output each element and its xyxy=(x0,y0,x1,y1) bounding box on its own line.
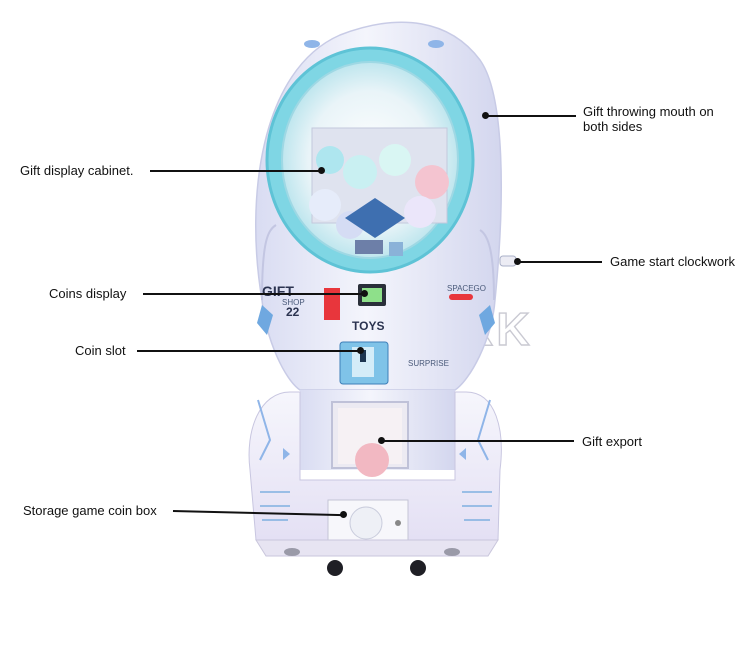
shop-text: SHOP xyxy=(282,298,305,307)
leader-clockwork xyxy=(518,261,602,263)
label-storage-coin-box: Storage game coin box xyxy=(23,503,157,518)
wheel-left xyxy=(327,560,343,576)
leader-coin-slot xyxy=(137,350,359,352)
gift-capsule xyxy=(355,443,389,477)
label-gift-throwing-mouth-line2: both sides xyxy=(583,119,643,134)
label-coin-slot: Coin slot xyxy=(75,343,126,358)
leader-display-cabinet xyxy=(150,170,320,172)
label-gift-throwing-mouth: Gift throwing mouth on both sides xyxy=(583,104,714,134)
leader-gift-export xyxy=(382,440,574,442)
lower-cabinet xyxy=(248,391,502,541)
label-gift-export: Gift export xyxy=(582,434,642,449)
label-gift-display-cabinet: Gift display cabinet. xyxy=(20,163,134,178)
leader-dot-coins-display xyxy=(361,290,368,297)
wheel-right xyxy=(410,560,426,576)
toys-text: TOYS xyxy=(352,319,384,333)
logo-five xyxy=(324,288,340,320)
side-light-right xyxy=(479,305,495,335)
leader-dot-gift-export xyxy=(378,437,385,444)
gift-logo: GIFT xyxy=(262,283,294,299)
label-coins-display: Coins display xyxy=(49,286,127,301)
leader-dot-coin-slot xyxy=(357,347,364,354)
gift-card-diamond xyxy=(345,198,405,238)
space-label: SPACEGO xyxy=(447,284,486,293)
label-game-start-clockwork: Game start clockwork xyxy=(610,254,735,269)
logo-number: 22 xyxy=(286,305,300,319)
leader-dot-clockwork xyxy=(514,258,521,265)
leader-throwing-mouth xyxy=(486,115,576,117)
side-light-left xyxy=(257,305,273,335)
leader-dot-throwing-mouth xyxy=(482,112,489,119)
leader-dot-display-cabinet xyxy=(318,167,325,174)
surprise-label: SURPRISE xyxy=(408,359,449,368)
leader-coins-display xyxy=(143,293,363,295)
label-gift-throwing-mouth-line1: Gift throwing mouth on xyxy=(583,104,714,119)
leader-dot-storage-coin-box xyxy=(340,511,347,518)
